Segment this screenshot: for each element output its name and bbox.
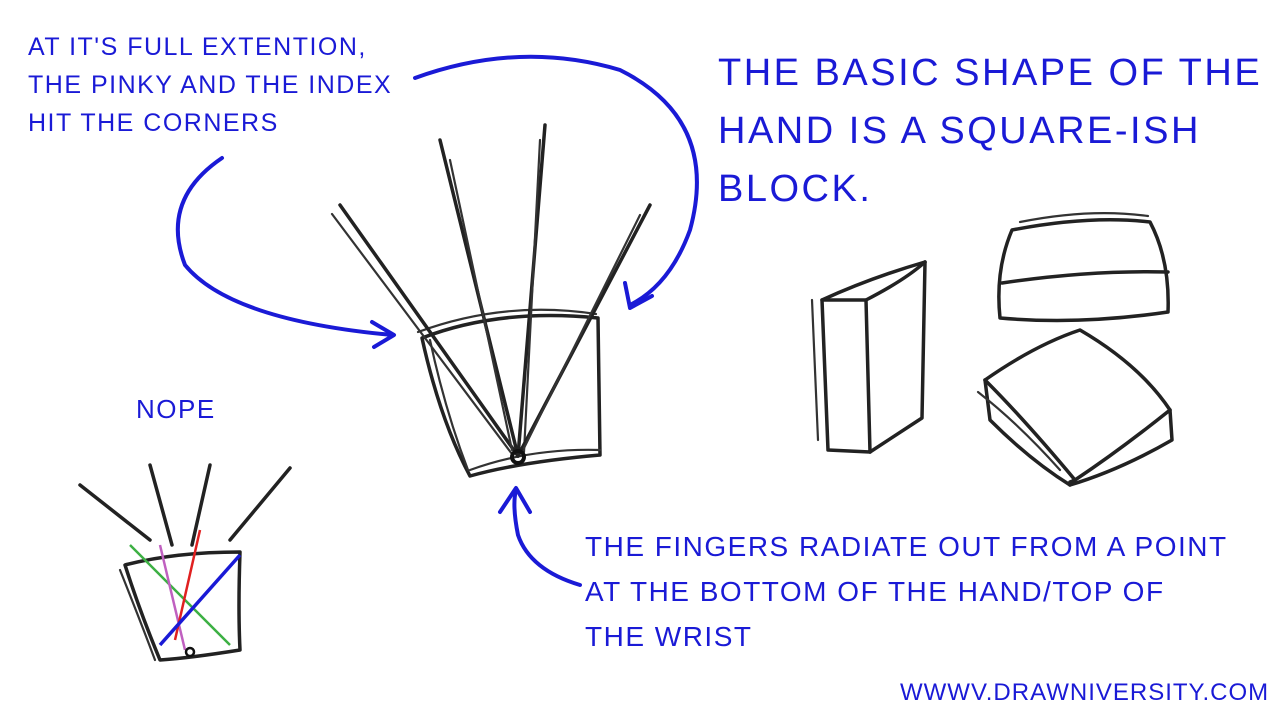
wrong-green-line xyxy=(129,544,231,646)
main-hand-block xyxy=(416,308,602,478)
arrow-to-left-corner xyxy=(175,156,394,337)
arrow-to-radiating-point xyxy=(512,488,582,587)
nope-label: NOPE xyxy=(136,394,216,424)
radiating-point xyxy=(510,449,526,465)
radiate-annotation: THE FINGERS RADIATE OUT FROM A POINT AT … xyxy=(585,531,1228,652)
wrong-purple-line xyxy=(158,544,187,651)
curved-block-sketch xyxy=(997,212,1170,323)
nope-hand-sketch xyxy=(78,463,292,662)
radiating-fingers xyxy=(330,123,652,465)
wrong-blue-line xyxy=(158,553,242,647)
arrow-to-right-corner xyxy=(413,54,699,307)
website-footer: WWWV.DRAWNIVERSITY.COM xyxy=(900,679,1270,706)
corners-annotation: AT IT'S FULL EXTENTION, THE PINKY AND TH… xyxy=(28,33,393,137)
basic-shape-annotation: THE BASIC SHAPE OF THE HAND IS A SQUARE-… xyxy=(718,52,1263,210)
square-block-sketch xyxy=(976,328,1174,487)
tall-box-sketch xyxy=(810,260,927,454)
